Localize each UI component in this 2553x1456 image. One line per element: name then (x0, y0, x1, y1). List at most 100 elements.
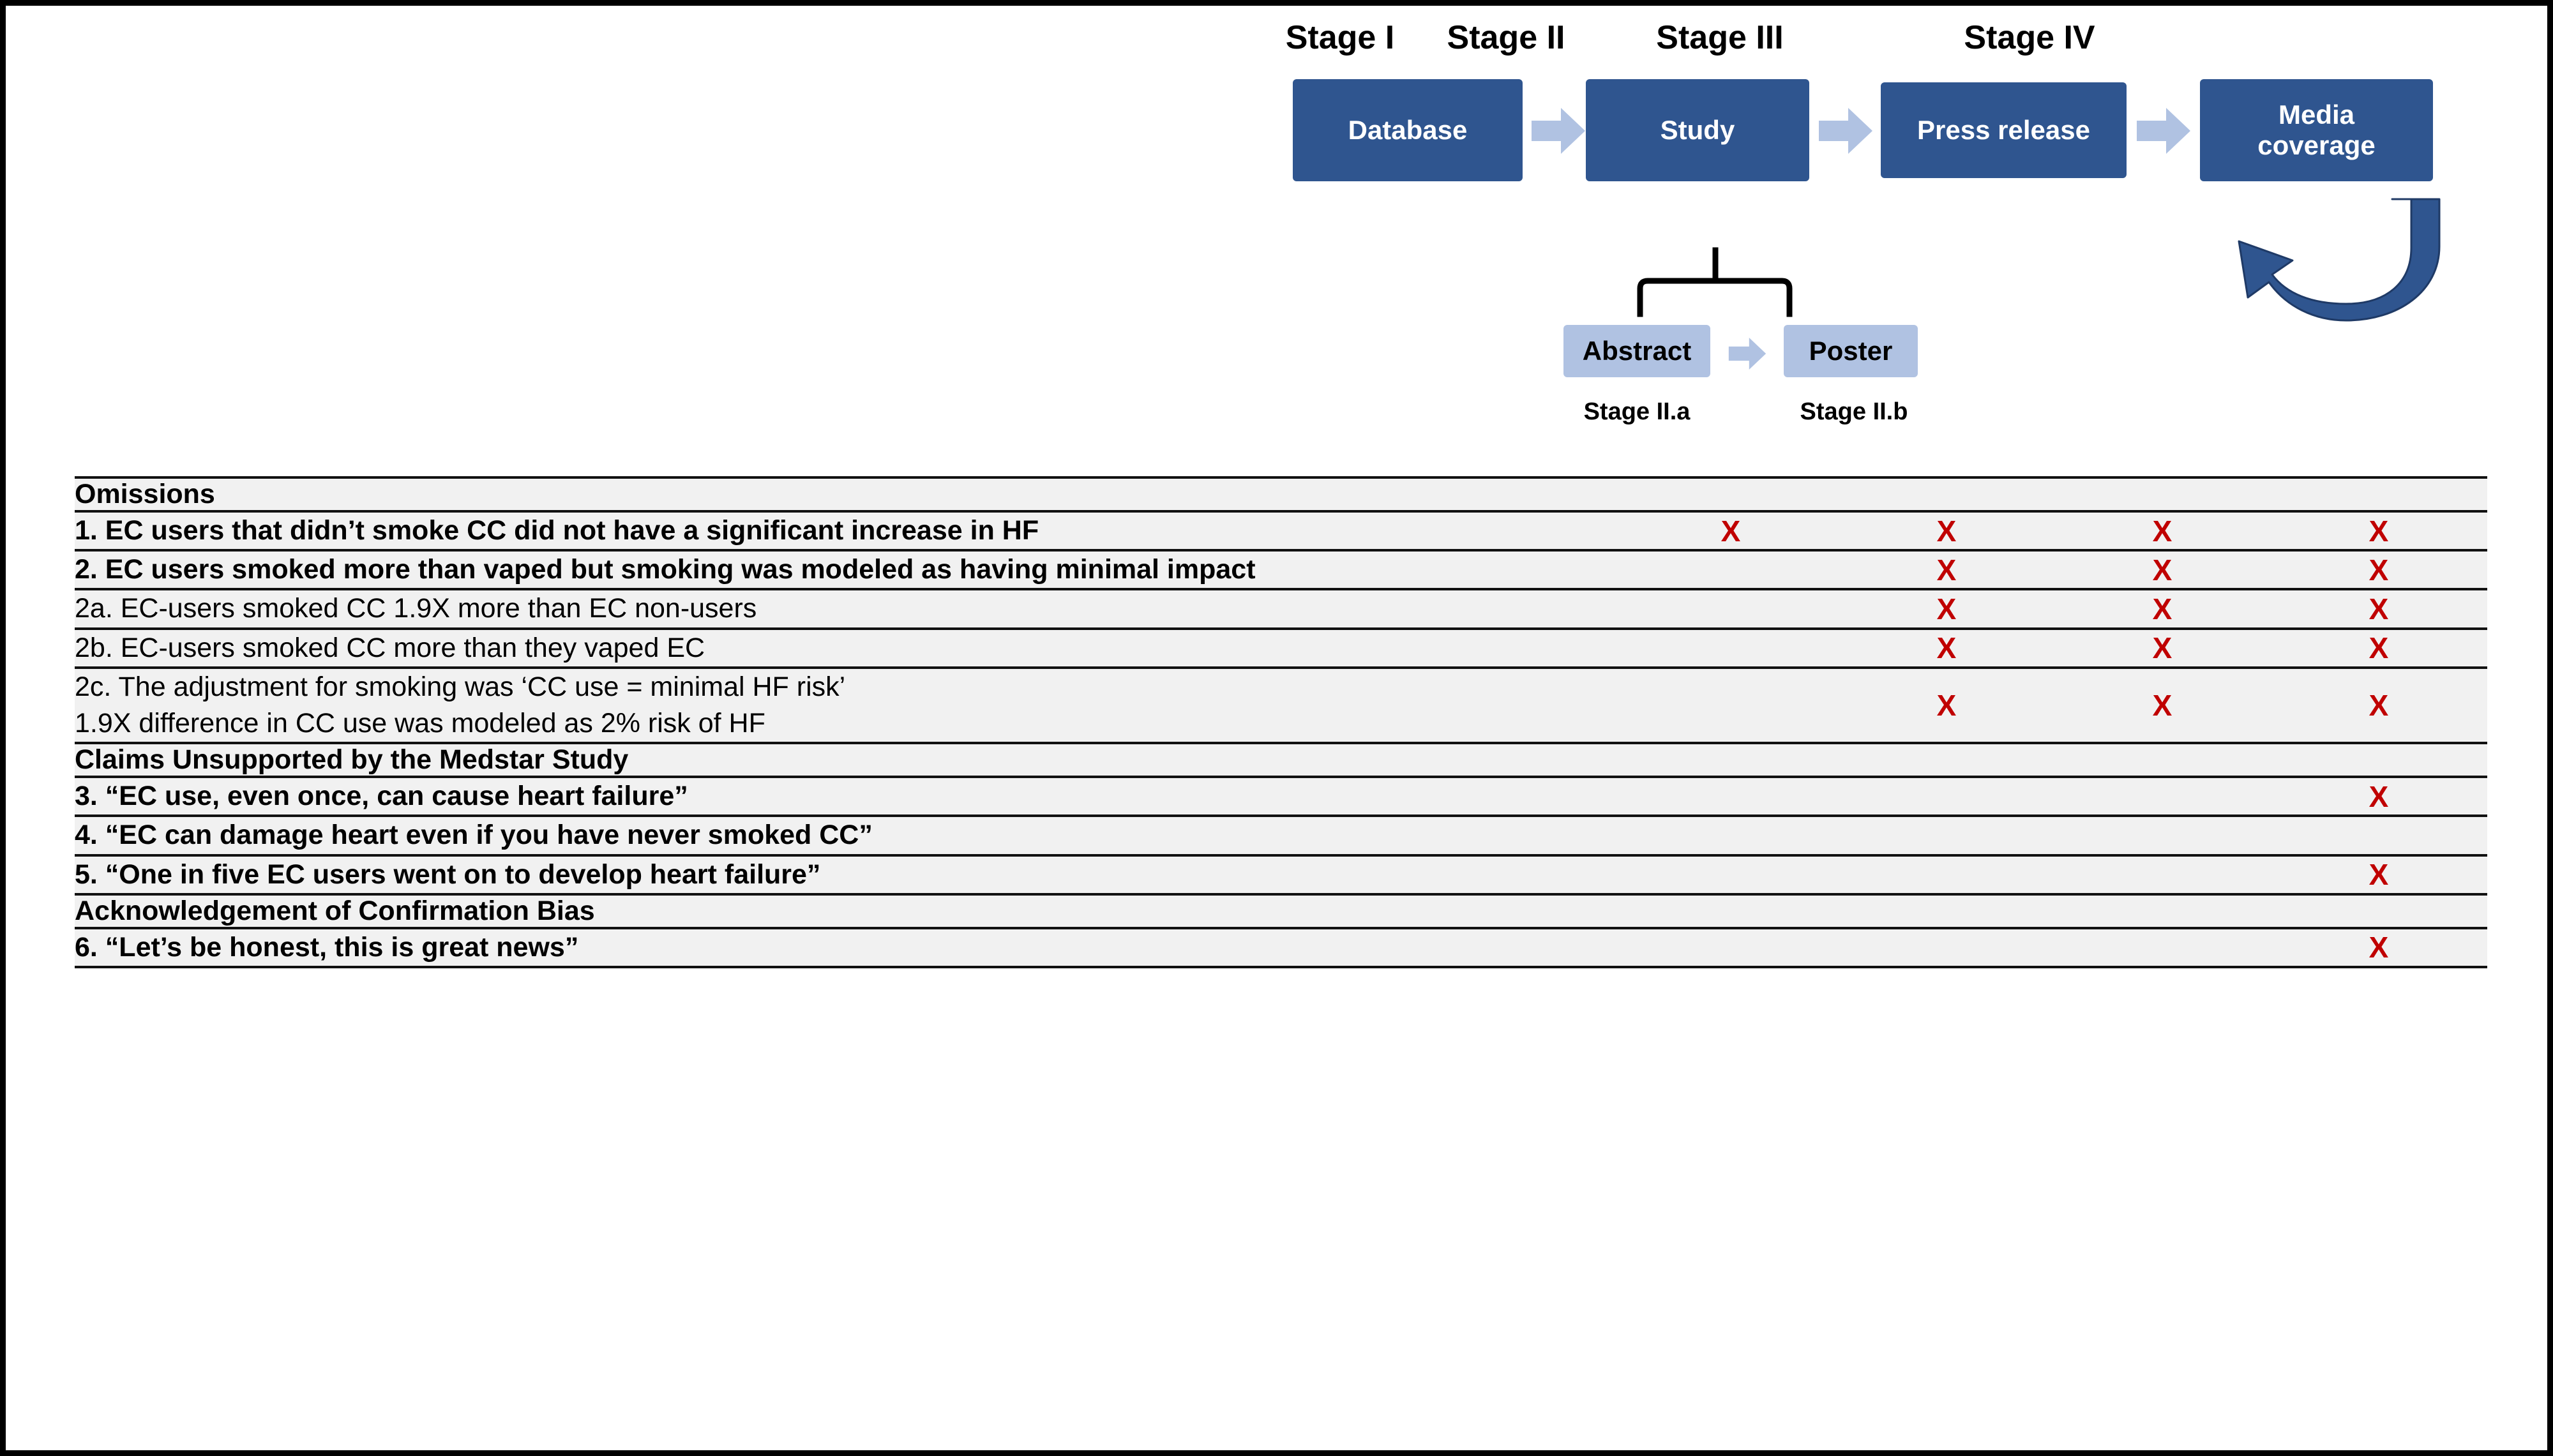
table-cell-mark: X (2270, 549, 2487, 591)
table-row: 1. EC users that didn’t smoke CC did not… (75, 509, 2487, 552)
flow-arrow-substage-icon (1726, 338, 1768, 370)
table-row: 2b. EC-users smoked CC more than they va… (75, 627, 2487, 669)
table-cell-mark: X (2270, 627, 2487, 669)
flow-node-press-release[interactable]: Press release (1881, 82, 2127, 178)
flow-node-media-coverage-label-line2: coverage (2257, 130, 2376, 160)
table-cell-mark: X (2270, 926, 2487, 968)
stage-label-3: Stage III (1656, 19, 1784, 56)
section-header-label: Claims Unsupported by the Medstar Study (75, 742, 1623, 779)
substage-label-iia: Stage II.a (1583, 398, 1691, 425)
table-row-label: 2b. EC-users smoked CC more than they va… (75, 627, 1623, 669)
table-cell-empty (2054, 926, 2270, 968)
table-cell-mark: X (2054, 509, 2270, 552)
flow-arrow-3-icon (2137, 108, 2190, 154)
table-row: 6. “Let’s be honest, this is great news”… (75, 926, 2487, 968)
table-cell-mark: X (2054, 588, 2270, 630)
section-header-spacer-cell (2054, 892, 2270, 929)
table-cell-mark: X (1839, 549, 2054, 591)
section-header-spacer-cell (1839, 742, 2054, 779)
flow-arrow-2-icon (1819, 108, 1872, 154)
table-cell-empty (1623, 926, 1839, 968)
flow-node-database[interactable]: Database (1293, 79, 1523, 181)
table-cell-empty (1623, 588, 1839, 630)
table-cell-empty (2054, 853, 2270, 896)
table-cell-mark: X (1839, 666, 2054, 745)
table-cell-mark: X (2270, 853, 2487, 896)
table-cell-mark: X (2270, 666, 2487, 745)
section-header-spacer-cell (1623, 892, 1839, 929)
flow-node-study[interactable]: Study (1586, 79, 1809, 181)
section-header-spacer-cell (1623, 476, 1839, 513)
table-row: 3. “EC use, even once, can cause heart f… (75, 776, 2487, 818)
section-header-spacer-cell (1839, 892, 2054, 929)
section-header-label: Omissions (75, 476, 1623, 513)
feedback-loop-arrow-icon (2234, 194, 2444, 331)
section-header-spacer-cell (2270, 476, 2487, 513)
stage-label-4: Stage IV (1964, 19, 2095, 56)
table-cell-empty (2054, 814, 2270, 857)
table-cell-empty (2054, 776, 2270, 818)
stage-ii-bracket-icon (1522, 245, 1918, 322)
table-cell-mark: X (2270, 588, 2487, 630)
table-row-label: 2a. EC-users smoked CC 1.9X more than EC… (75, 588, 1623, 630)
section-header-spacer-cell (2054, 742, 2270, 779)
table-cell-mark: X (2054, 549, 2270, 591)
table-row: 2. EC users smoked more than vaped but s… (75, 549, 2487, 591)
table-row-label: 4. “EC can damage heart even if you have… (75, 814, 1623, 857)
table-row-label: 5. “One in five EC users went on to deve… (75, 853, 1623, 896)
flow-node-poster-label: Poster (1809, 335, 1893, 366)
section-header-row: Claims Unsupported by the Medstar Study (75, 742, 2487, 779)
table-cell-empty (1623, 549, 1839, 591)
table-cell-mark: X (2270, 509, 2487, 552)
substage-label-iib: Stage II.b (1800, 398, 1908, 425)
section-header-spacer-cell (1623, 742, 1839, 779)
section-header-row: Omissions (75, 476, 2487, 513)
table-cell-empty (1623, 853, 1839, 896)
table-cell-mark: X (2270, 776, 2487, 818)
flow-node-poster[interactable]: Poster (1784, 325, 1918, 377)
table-cell-empty (1839, 776, 2054, 818)
flow-node-press-release-label: Press release (1917, 114, 2090, 145)
table-cell-mark: X (2054, 627, 2270, 669)
flow-node-study-label: Study (1660, 114, 1735, 145)
table-cell-empty (1839, 853, 2054, 896)
table-cell-mark: X (1623, 509, 1839, 552)
table-cell-empty (1623, 776, 1839, 818)
table-row-label: 2. EC users smoked more than vaped but s… (75, 549, 1623, 591)
table-row: 2a. EC-users smoked CC 1.9X more than EC… (75, 588, 2487, 630)
flow-arrow-1-icon (1532, 108, 1585, 154)
table-cell-mark: X (1839, 509, 2054, 552)
table-row: 2c. The adjustment for smoking was ‘CC u… (75, 666, 2487, 745)
process-flow-diagram: Stage I Stage II Stage III Stage IV Data… (1251, 19, 2521, 453)
stage-label-2: Stage II (1447, 19, 1565, 56)
table-cell-empty (1839, 926, 2054, 968)
table-cell-empty (2270, 814, 2487, 857)
flow-node-abstract-label: Abstract (1582, 335, 1692, 366)
section-header-spacer-cell (2270, 892, 2487, 929)
table-row-label: 1. EC users that didn’t smoke CC did not… (75, 509, 1623, 552)
section-header-spacer-cell (2270, 742, 2487, 779)
section-header-row: Acknowledgement of Confirmation Bias (75, 892, 2487, 929)
table-cell-mark: X (1839, 588, 2054, 630)
flow-node-media-coverage-label-line1: Media (2278, 99, 2355, 130)
flow-node-media-coverage[interactable]: Media coverage (2200, 79, 2433, 181)
section-header-spacer-cell (2054, 476, 2270, 513)
flow-node-database-label: Database (1348, 114, 1468, 145)
flow-node-abstract[interactable]: Abstract (1563, 325, 1710, 377)
table-row: 5. “One in five EC users went on to deve… (75, 853, 2487, 896)
section-header-label: Acknowledgement of Confirmation Bias (75, 892, 1623, 929)
table-cell-mark: X (2054, 666, 2270, 745)
table-cell-empty (1623, 627, 1839, 669)
section-header-spacer-cell (1839, 476, 2054, 513)
table-row: 4. “EC can damage heart even if you have… (75, 814, 2487, 857)
table-cell-mark: X (1839, 627, 2054, 669)
table-cell-empty (1623, 666, 1839, 745)
table-row-label: 6. “Let’s be honest, this is great news” (75, 926, 1623, 968)
table-cell-empty (1839, 814, 2054, 857)
table-row-label: 3. “EC use, even once, can cause heart f… (75, 776, 1623, 818)
table-row-label: 2c. The adjustment for smoking was ‘CC u… (75, 666, 1623, 745)
stage-label-1: Stage I (1285, 19, 1395, 56)
